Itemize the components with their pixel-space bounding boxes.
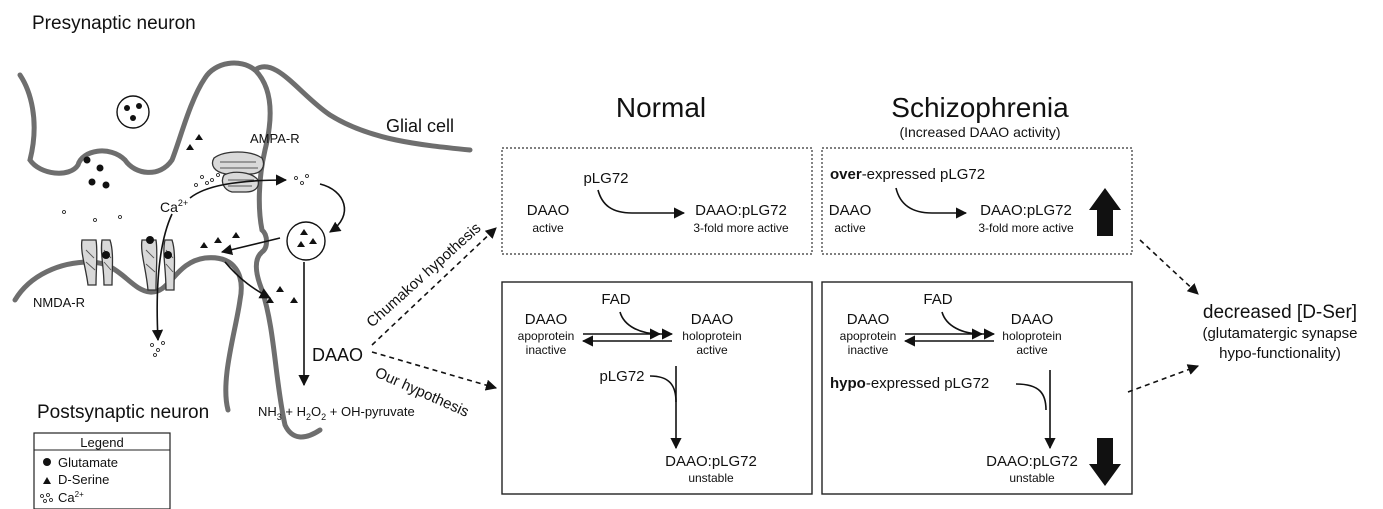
plg72-binding-arrow	[649, 375, 677, 403]
nmda-receptor-right	[140, 236, 176, 291]
apoprotein-sub1: apoprotein	[518, 329, 575, 343]
complex-label: DAAO:pLG72	[695, 202, 787, 219]
plg72-overexpressed-label: over-expressed pLG72	[830, 166, 985, 183]
d-serine-uptake-arrow	[224, 261, 271, 299]
legend: Legend Glutamate D-Serine Ca2+	[33, 432, 171, 509]
holoprotein-sub1: holoprotein	[682, 329, 741, 343]
chumakov-label: Chumakov hypothesis	[363, 220, 484, 331]
glutamate-to-ampa-arrow	[189, 174, 288, 199]
schizophrenia-heading: Schizophrenia	[891, 92, 1069, 123]
glial-vesicle	[286, 221, 326, 261]
daao-label: DAAO	[829, 202, 872, 219]
complex-state: 3-fold more active	[693, 221, 789, 235]
complex-label: DAAO:pLG72	[665, 453, 757, 470]
d-serine-release-arrow	[220, 237, 281, 256]
holoprotein-sub2: active	[696, 343, 728, 357]
presynaptic-label: Presynaptic neuron	[32, 13, 196, 34]
glial-membrane-top	[252, 64, 473, 153]
d-serine-particles	[186, 134, 298, 303]
holoprotein-sub1: holoprotein	[1002, 329, 1061, 343]
daao-center-label: DAAO	[312, 345, 363, 365]
ampa-label: AMPA-R	[250, 131, 300, 146]
calcium-label: Ca2+	[160, 198, 188, 215]
plg72-label: pLG72	[583, 170, 628, 187]
chumakov-arrow	[371, 227, 497, 346]
plg72-label: pLG72	[599, 368, 644, 385]
holoprotein-sub2: active	[1016, 343, 1048, 357]
legend-item-calcium: Ca2+	[58, 490, 84, 505]
complex-label: DAAO:pLG72	[986, 453, 1078, 470]
ampa-to-vesicle-arrow	[319, 183, 346, 233]
nmda-receptor-left	[80, 239, 114, 286]
arrow-up-icon	[1089, 188, 1121, 236]
daao-label: DAAO	[527, 202, 570, 219]
plg72-hypoexpressed-label: hypo-expressed pLG72	[830, 375, 989, 392]
normal-our-box: FAD DAAO apoprotein inactive DAAO holopr…	[501, 281, 813, 495]
plg72-binding-arrow	[1015, 383, 1047, 411]
binding-arrow	[895, 187, 968, 219]
fad-label: FAD	[601, 291, 630, 308]
apoprotein-sub1: apoprotein	[840, 329, 897, 343]
complex-label: DAAO:pLG72	[980, 202, 1072, 219]
legend-item-glutamate: Glutamate	[58, 455, 118, 470]
normal-heading: Normal	[616, 92, 706, 123]
apoprotein-label: DAAO	[525, 311, 568, 328]
schizophrenia-subheading: (Increased DAAO activity)	[899, 124, 1060, 140]
calcium-influx-arrow	[151, 213, 173, 342]
fad-label: FAD	[923, 291, 952, 308]
apoprotein-label: DAAO	[847, 311, 890, 328]
complex-state: 3-fold more active	[978, 221, 1074, 235]
complex-state: unstable	[688, 471, 734, 485]
legend-dserine-symbol	[43, 477, 51, 484]
presynaptic-membrane	[17, 60, 258, 176]
presynaptic-vesicle	[116, 95, 150, 129]
holoprotein-label: DAAO	[691, 311, 734, 328]
schizophrenia-chumakov-box: over-expressed pLG72 DAAO active DAAO:pL…	[821, 147, 1133, 255]
complex-state: unstable	[1009, 471, 1055, 485]
outcome-line1: (glutamatergic synapse	[1202, 325, 1357, 342]
legend-calcium-symbol	[40, 493, 53, 503]
outcome-line2: hypo-functionality)	[1219, 345, 1341, 362]
glutamate-cluster	[83, 156, 110, 189]
postsynaptic-membrane	[12, 255, 244, 413]
apoprotein-sub2: inactive	[526, 343, 567, 357]
reaction-products: NH3 + H2O2 + OH-pyruvate	[258, 404, 415, 422]
postsynaptic-label: Postsynaptic neuron	[37, 402, 209, 423]
outcome-title: decreased [D-Ser]	[1203, 302, 1357, 323]
apoprotein-sub2: inactive	[848, 343, 889, 357]
daao-state: active	[532, 221, 564, 235]
nmda-label: NMDA-R	[33, 295, 85, 310]
schizophrenia-our-box: FAD DAAO apoprotein inactive DAAO holopr…	[821, 281, 1133, 495]
glial-label: Glial cell	[386, 116, 454, 136]
holoprotein-label: DAAO	[1011, 311, 1054, 328]
legend-item-dserine: D-Serine	[58, 472, 109, 487]
our-outcome-arrow	[1127, 364, 1200, 393]
our-hypothesis-arrow	[371, 351, 498, 391]
legend-glutamate-symbol	[43, 458, 51, 466]
binding-arrow	[597, 189, 686, 219]
normal-chumakov-box: pLG72 DAAO active DAAO:pLG72 3-fold more…	[501, 147, 813, 255]
chumakov-outcome-arrow	[1139, 239, 1199, 295]
daao-state: active	[834, 221, 866, 235]
fad-binding-arrow	[619, 311, 662, 340]
glial-membrane	[252, 67, 323, 440]
ampa-receptor	[211, 151, 265, 193]
arrow-down-icon	[1089, 438, 1121, 486]
fad-binding-arrow	[941, 311, 984, 340]
calcium-particles	[62, 173, 309, 357]
legend-title: Legend	[80, 435, 123, 450]
